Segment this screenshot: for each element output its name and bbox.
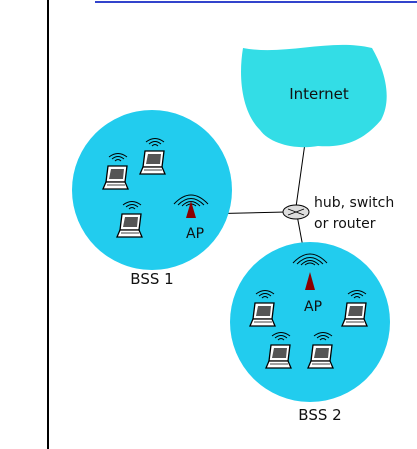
- bss2-label: BSS 2: [298, 406, 341, 424]
- ap1-label: AP: [186, 226, 204, 242]
- internet-cloud-shape: [241, 44, 387, 148]
- ap1-antenna-icon: [173, 194, 209, 218]
- bss1-cell: [72, 110, 232, 270]
- ap2-antenna-icon: [292, 253, 328, 290]
- router-icon: [282, 204, 310, 220]
- router-label-line2: or router: [314, 216, 376, 232]
- router-label-line1: hub, switch: [314, 195, 394, 211]
- link-cloud-to-router: [295, 142, 306, 208]
- ap2-label: AP: [304, 299, 322, 315]
- bss1-label: BSS 1: [130, 270, 173, 288]
- internet-label: Internet: [289, 85, 349, 103]
